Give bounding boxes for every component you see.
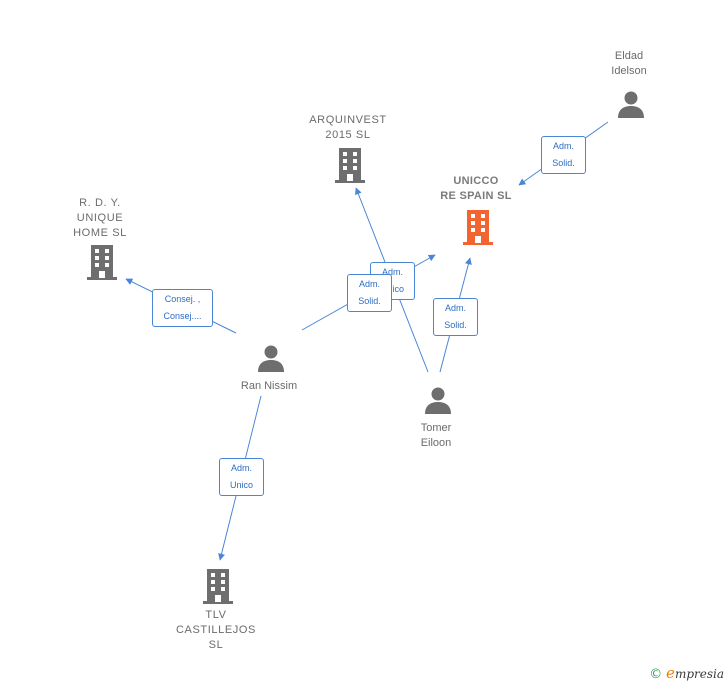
brand-name: mpresia (674, 667, 724, 681)
edge-label-tomer-unicco[interactable]: Adm. Solid. (433, 298, 478, 336)
brand-watermark: © empresia (649, 664, 724, 682)
edge-label-ran-rdy[interactable]: Consej. , Consej.... (152, 289, 213, 327)
person-icon[interactable] (423, 385, 453, 415)
node-label-rdy: R. D. Y. UNIQUE HOME SL (73, 197, 127, 239)
person-icon[interactable] (616, 89, 646, 119)
building-icon[interactable] (334, 147, 366, 183)
brand-logo-initial: e (666, 664, 675, 682)
building-icon[interactable] (462, 209, 494, 245)
edge-label-ran-tlv[interactable]: Adm. Unico (219, 458, 264, 496)
edge-label-ran-unicco[interactable]: Adm. Solid. (347, 274, 392, 312)
node-label-arquinvest: ARQUINVEST 2015 SL (309, 114, 387, 141)
edge-label-eldad-unicco[interactable]: Adm. Solid. (541, 136, 586, 174)
node-label-tlv: TLV CASTILLEJOS SL (176, 609, 256, 651)
node-label-unicco: UNICCO RE SPAIN SL (440, 175, 512, 202)
node-label-tomer: Tomer Eiloon (420, 422, 452, 449)
node-label-eldad: Eldad Idelson (611, 50, 647, 77)
person-icon[interactable] (256, 343, 286, 373)
building-icon[interactable] (86, 244, 118, 280)
building-icon[interactable] (202, 568, 234, 604)
copyright-symbol: © (649, 667, 663, 682)
node-label-ran: Ran Nissim (240, 380, 298, 392)
